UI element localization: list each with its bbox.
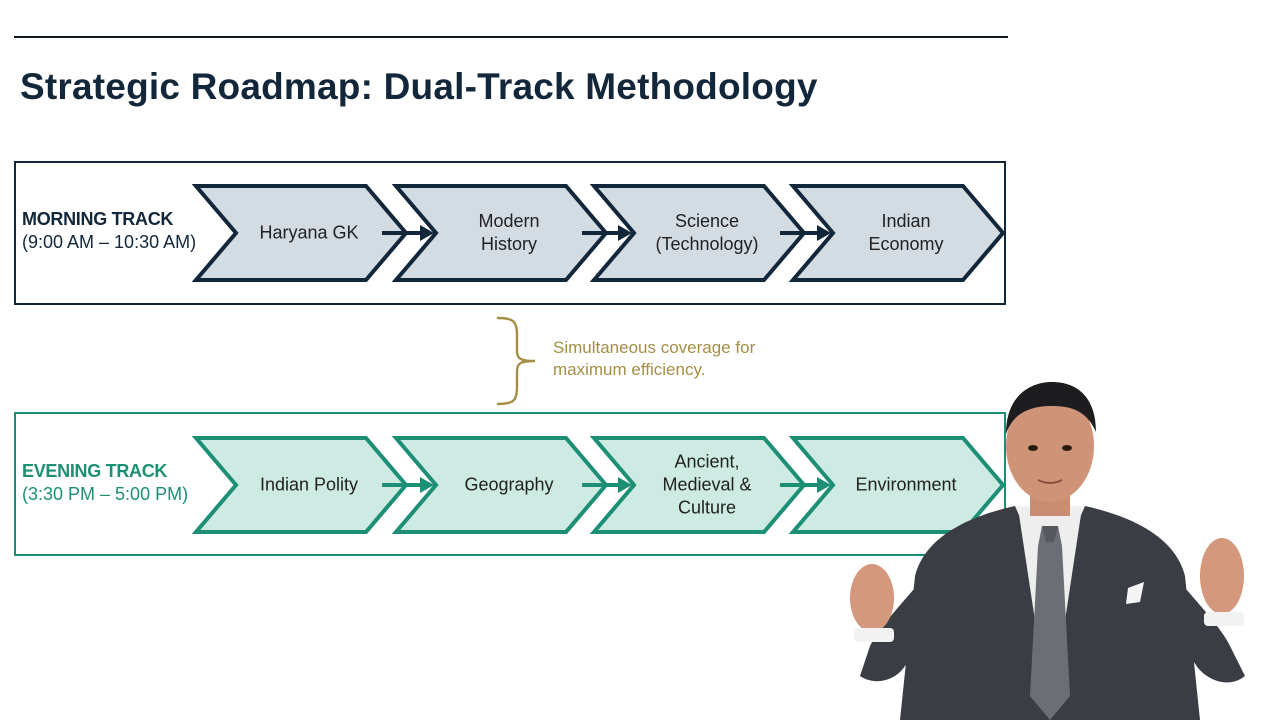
coverage-note-line-2: maximum efficiency. [553, 360, 706, 379]
evening-track-label: EVENING TRACK (3:30 PM – 5:00 PM) [22, 460, 188, 506]
morning-step-label-1: Haryana GK [259, 222, 359, 243]
morning-connector-arrow-icon-1 [420, 225, 434, 241]
morning-step-chevron-3 [589, 184, 807, 282]
morning-track-name: MORNING TRACK [22, 209, 174, 229]
page-title: Strategic Roadmap: Dual-Track Methodolog… [20, 66, 818, 107]
evening-track-time: (3:30 PM – 5:00 PM) [22, 484, 189, 504]
evening-step-chevron-1 [191, 436, 409, 534]
brace-icon [496, 316, 536, 406]
morning-track-time: (9:00 AM – 10:30 AM) [22, 232, 197, 252]
evening-connector-arrow-icon-1 [420, 477, 434, 493]
evening-track-name: EVENING TRACK [22, 461, 168, 481]
evening-step-label-2: Geography [464, 474, 554, 495]
evening-step-label-1: Indian Polity [259, 474, 359, 495]
morning-connector-arrow-icon-3 [817, 225, 831, 241]
evening-step-label-3: Ancient,Medieval &Culture [662, 451, 752, 518]
coverage-note-line-1: Simultaneous coverage for [553, 338, 756, 357]
morning-step-chevron-1 [191, 184, 409, 282]
morning-step-chevron-4 [788, 184, 1006, 282]
top-rule [14, 36, 1008, 38]
morning-step-label-3: Science(Technology) [655, 211, 759, 254]
evening-connector-arrow-icon-3 [817, 477, 831, 493]
evening-step-chevron-2 [391, 436, 609, 534]
morning-step-chevron-2 [391, 184, 609, 282]
morning-track-label: MORNING TRACK (9:00 AM – 10:30 AM) [22, 208, 196, 254]
coverage-note: Simultaneous coverage for maximum effici… [553, 337, 755, 381]
morning-connector-arrow-icon-2 [618, 225, 632, 241]
presenter-figure [850, 382, 1245, 720]
evening-step-label-4: Environment [855, 474, 957, 495]
evening-connector-arrow-icon-2 [618, 477, 632, 493]
evening-step-chevron-3 [589, 436, 807, 534]
